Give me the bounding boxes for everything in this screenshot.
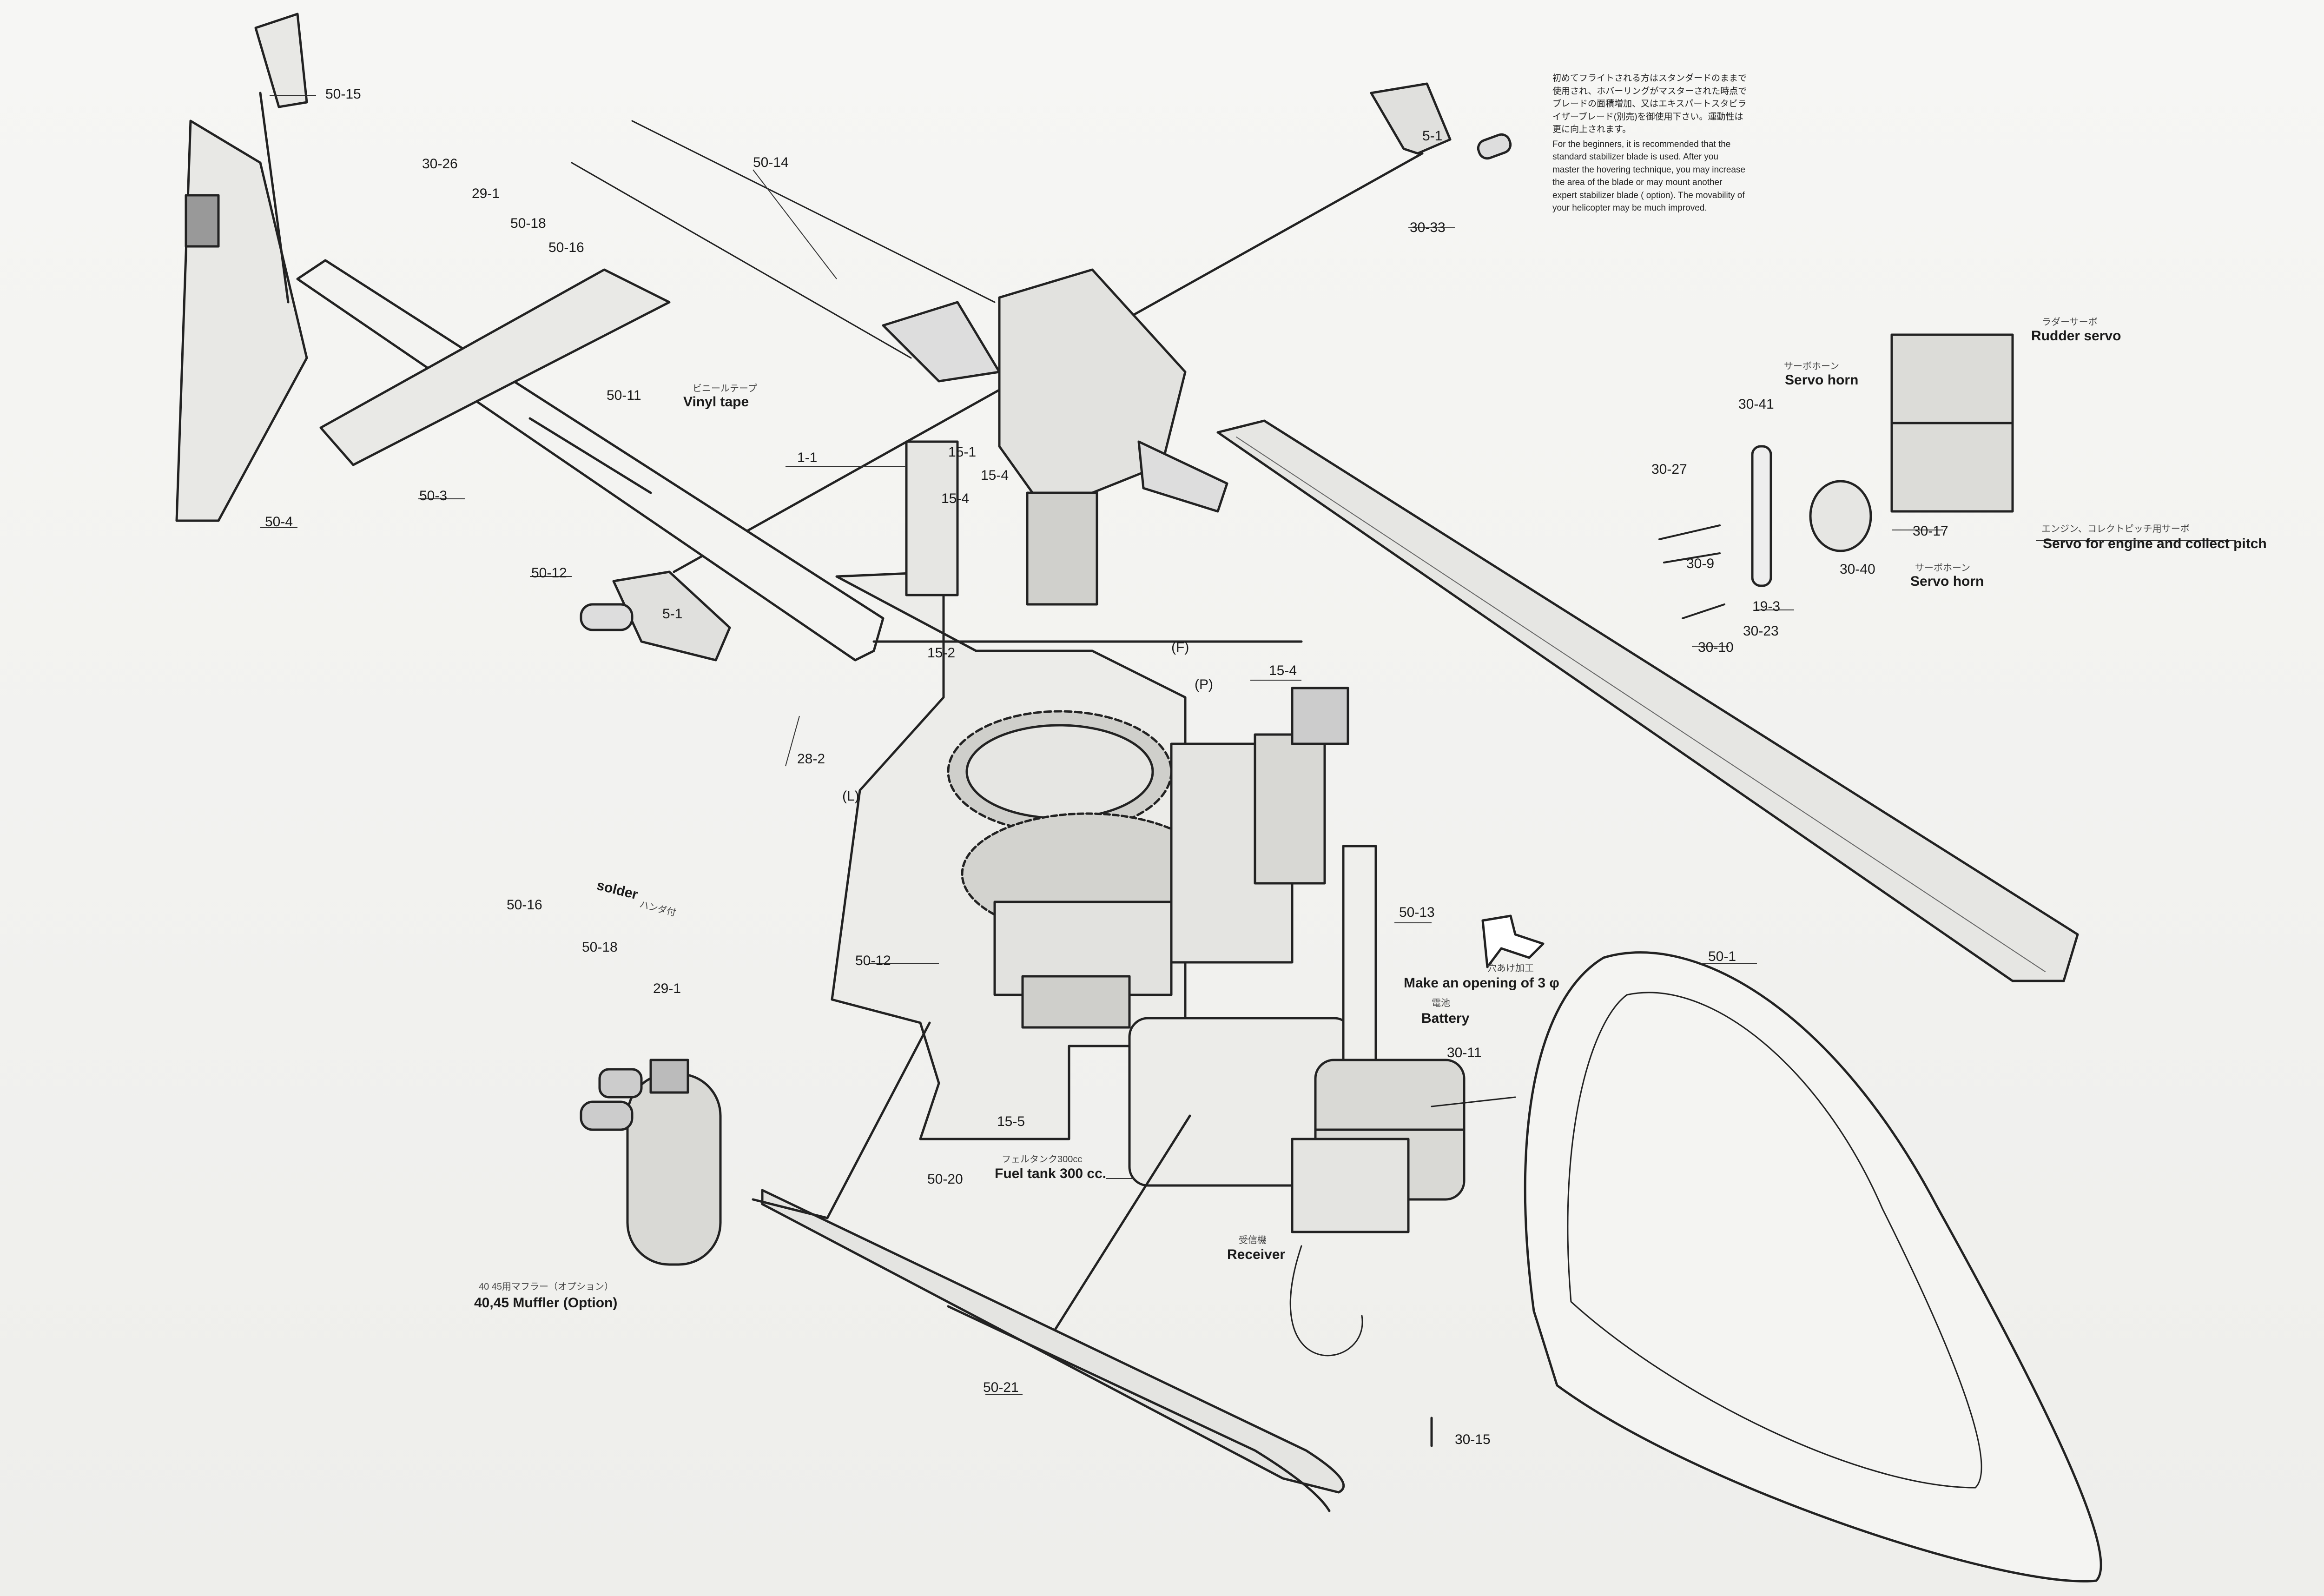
label-1-1: 1-1 bbox=[797, 450, 818, 465]
main-gear bbox=[947, 710, 1173, 834]
label-50-20: 50-20 bbox=[927, 1172, 963, 1187]
label-servo-horn-top: Servo horn bbox=[1785, 372, 1859, 388]
label-15-4-a: 15-4 bbox=[981, 468, 1009, 483]
flybar bbox=[580, 82, 1512, 662]
canopy-outline bbox=[1524, 951, 2102, 1583]
muffler bbox=[580, 1059, 722, 1266]
label-L: (L) bbox=[842, 788, 859, 804]
horizontal-stabilizer bbox=[319, 268, 671, 466]
label-50-12-top: 50-12 bbox=[531, 565, 567, 581]
label-50-13: 50-13 bbox=[1399, 905, 1435, 920]
label-30-11: 30-11 bbox=[1447, 1045, 1482, 1060]
label-servo-horn-jp-top: サーボホーン bbox=[1784, 361, 1839, 371]
label-50-15: 50-15 bbox=[325, 86, 361, 102]
label-50-11: 50-11 bbox=[607, 388, 641, 403]
servo-group bbox=[1751, 333, 2014, 587]
label-15-4-b: 15-4 bbox=[941, 491, 970, 506]
label-30-33: 30-33 bbox=[1410, 220, 1446, 235]
label-receiver: Receiver bbox=[1227, 1247, 1286, 1262]
tail-rotor bbox=[175, 13, 308, 522]
label-50-18-top: 50-18 bbox=[510, 216, 546, 231]
label-50-16-top: 50-16 bbox=[548, 240, 584, 255]
label-muffler: 40,45 Muffler (Option) bbox=[474, 1295, 618, 1311]
label-50-3: 50-3 bbox=[419, 488, 448, 503]
label-vinyl-tape: Vinyl tape bbox=[683, 394, 749, 410]
beginner-note-en: For the beginners, it is recommended tha… bbox=[1552, 139, 1746, 213]
frame-servos bbox=[1170, 687, 1349, 964]
label-15-5: 15-5 bbox=[997, 1114, 1025, 1129]
label-15-1: 15-1 bbox=[948, 444, 977, 460]
beginner-note-jp: 初めてフライトされる方はスタンダードのままで使用され、ホバーリングがマスターされ… bbox=[1552, 73, 1747, 135]
label-muffler-jp: 40 45用マフラー（オプション） bbox=[479, 1282, 614, 1292]
label-30-9: 30-9 bbox=[1686, 556, 1715, 571]
label-fuel-tank-jp: フェルタンク300cc bbox=[1002, 1154, 1083, 1165]
label-30-15: 30-15 bbox=[1455, 1432, 1491, 1447]
engine-assembly bbox=[961, 812, 1215, 1029]
label-rudder-servo: Rudder servo bbox=[2031, 328, 2121, 344]
label-receiver-jp: 受信機 bbox=[1239, 1235, 1267, 1245]
label-50-18-mid: 50-18 bbox=[582, 940, 618, 955]
label-opening-jp: 穴あけ加工 bbox=[1487, 963, 1534, 973]
label-P: (P) bbox=[1195, 677, 1213, 692]
beginner-note: 初めてフライトされる方はスタンダードのままで使用され、ホバーリングがマスターされ… bbox=[1552, 72, 1748, 217]
label-19-3: 19-3 bbox=[1752, 599, 1781, 614]
label-30-17: 30-17 bbox=[1913, 523, 1948, 539]
label-servo-horn-bottom: Servo horn bbox=[1910, 574, 1984, 589]
label-fuel-tank: Fuel tank 300 cc. bbox=[995, 1166, 1107, 1181]
label-50-1: 50-1 bbox=[1708, 949, 1736, 964]
label-servo-horn-jp-bottom: サーボホーン bbox=[1915, 563, 1970, 573]
label-50-14: 50-14 bbox=[753, 155, 789, 170]
label-15-4-c: 15-4 bbox=[1269, 663, 1297, 678]
landing-gear bbox=[752, 1021, 1345, 1512]
label-15-2: 15-2 bbox=[927, 645, 956, 661]
label-50-16-mid: 50-16 bbox=[507, 897, 542, 913]
label-30-23: 30-23 bbox=[1743, 623, 1779, 639]
label-5-1-right: 5-1 bbox=[1422, 128, 1443, 144]
label-opening: Make an opening of 3 φ bbox=[1404, 975, 1559, 991]
label-30-41: 30-41 bbox=[1738, 397, 1774, 412]
label-29-1-top: 29-1 bbox=[472, 186, 500, 201]
label-F: (F) bbox=[1171, 640, 1189, 655]
label-engine-servo: Servo for engine and collect pitch bbox=[2043, 536, 2267, 551]
label-30-10: 30-10 bbox=[1698, 640, 1734, 655]
label-5-1-left: 5-1 bbox=[662, 606, 683, 622]
label-29-1-mid: 29-1 bbox=[653, 981, 681, 996]
receiver-box bbox=[1291, 1138, 1410, 1233]
label-30-27: 30-27 bbox=[1651, 462, 1687, 477]
label-50-21: 50-21 bbox=[983, 1380, 1019, 1395]
label-engine-servo-jp: エンジン、コレクトピッチ用サーボ bbox=[2041, 524, 2190, 534]
label-30-40: 30-40 bbox=[1840, 562, 1875, 577]
label-rudder-servo-jp: ラダーサーボ bbox=[2042, 317, 2098, 327]
label-50-4: 50-4 bbox=[265, 514, 293, 530]
main-rotor-blade bbox=[1216, 419, 2079, 982]
label-vinyl-tape-jp: ビニールテープ bbox=[693, 384, 757, 394]
label-28-2: 28-2 bbox=[797, 751, 825, 767]
rotor-head bbox=[882, 268, 1228, 606]
label-battery: Battery bbox=[1421, 1011, 1470, 1026]
label-battery-jp: 電池 bbox=[1432, 998, 1450, 1008]
label-30-26: 30-26 bbox=[422, 156, 458, 172]
label-50-12-mid: 50-12 bbox=[855, 953, 891, 968]
